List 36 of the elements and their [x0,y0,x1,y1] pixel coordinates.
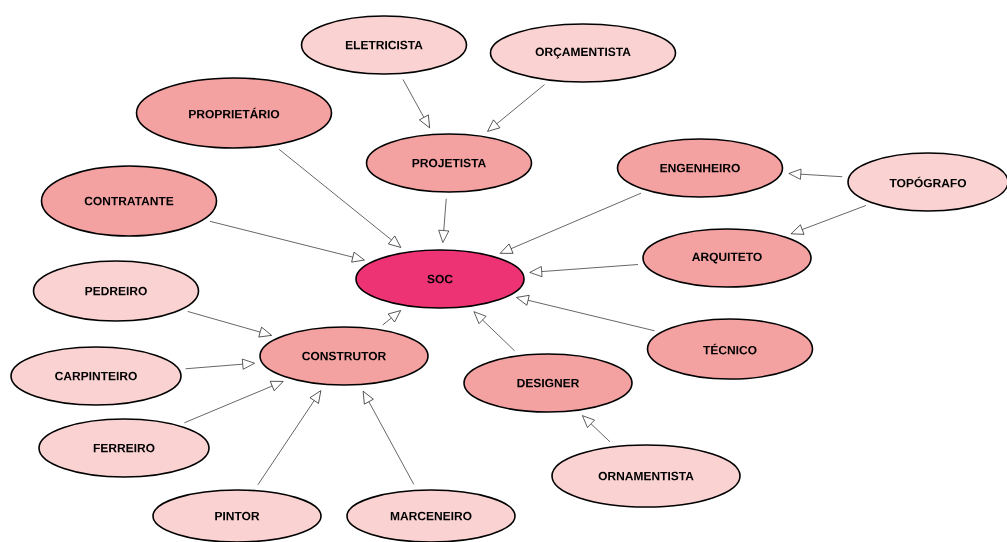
ellipse-node: DESIGNER [463,353,633,413]
arrow [209,221,365,263]
ellipse-node: ORÇAMENTISTA [489,23,677,83]
ellipse-node: TOPÓGRAFO [847,152,1007,212]
ellipse-node: PINTOR [152,489,322,542]
ellipse-node: CONSTRUTOR [259,326,429,386]
arrow [278,149,402,248]
ellipse-node: FERREIRO [38,418,210,478]
ellipse-node: PEDREIRO [32,260,200,322]
ellipse-node: ENGENHEIRO [616,138,784,198]
arrow [257,390,322,486]
ellipse-node: ORNAMENTISTA [551,444,741,508]
arrow [582,415,611,443]
ellipse-node: MARCENEIRO [346,489,516,542]
ellipse-node: PROJETISTA [365,133,533,193]
ellipse-node: CARPINTEIRO [10,346,182,406]
ellipse-node: CONTRATANTE [40,165,218,237]
arrow [473,311,515,352]
arrow [187,311,272,338]
arrow [184,381,284,424]
arrow [402,79,430,129]
arrow [516,294,655,332]
arrow [499,192,642,254]
arrow [438,198,450,243]
ellipse-node: SOC [355,249,525,309]
arrow [362,390,415,485]
arrow [529,264,639,277]
ellipse-node: ELETRICISTA [300,15,468,75]
arrow [487,84,545,132]
arrow [790,205,867,235]
arrow [382,310,401,326]
arrow [185,358,255,370]
ellipse-node: TÉCNICO [646,318,814,380]
ellipse-node: ARQUITETO [642,228,812,288]
ellipse-node: PROPRIETÁRIO [135,77,333,149]
arrow [788,168,843,180]
